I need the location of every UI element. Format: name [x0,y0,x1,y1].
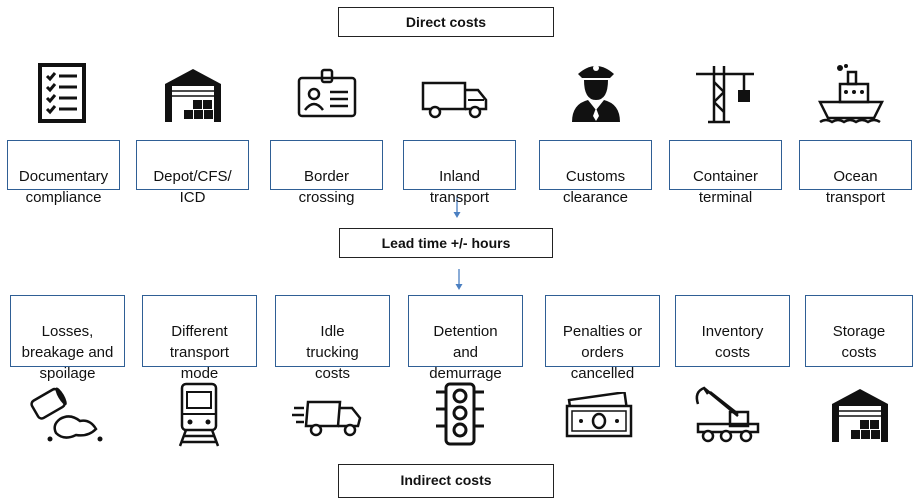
spilled-barrel-icon [30,387,103,442]
indirect-costs-header: Indirect costs [338,464,554,498]
direct-cost-label: Border crossing [298,168,355,206]
indirect-cost-detention-demurrage: Detention and demurrage [408,295,523,382]
down-arrow-to-lead-time [453,197,461,218]
indirect-cost-label: Penalties or orders cancelled [562,323,643,382]
traffic-light-icon [436,382,484,446]
indirect-cost-different-transport-mode: Different transport mode [142,295,257,382]
storage-warehouse-icon [832,389,888,442]
indirect-cost-label: Storage costs [832,323,886,361]
lead-time-header: Lead time +/- hours [339,228,553,258]
truck-icon [421,81,488,119]
down-arrow-to-indirect [455,269,463,290]
mobile-crane-icon [695,386,760,443]
indirect-cost-storage: Storage costs [805,295,913,367]
speeding-truck-icon [292,400,362,437]
crane-icon [696,66,754,124]
indirect-cost-idle-trucking: Idle trucking costs [275,295,390,382]
indirect-cost-label: Detention and demurrage [429,323,502,382]
direct-cost-depot-cfs-icd: Depot/CFS/ ICD [136,140,249,206]
indirect-cost-losses-breakage: Losses, breakage and spoilage [10,295,125,382]
customs-officer-icon [572,65,620,122]
direct-cost-inland-transport: Inland transport [403,140,516,206]
train-icon [178,382,220,447]
direct-cost-label: Container terminal [692,168,759,206]
indirect-cost-label: Inventory costs [701,323,764,361]
indirect-cost-label: Different transport mode [169,323,230,382]
direct-cost-label: Documentary compliance [18,168,109,206]
lead-time-title: Lead time +/- hours [381,235,511,251]
direct-cost-label: Ocean transport [825,168,886,206]
direct-cost-customs-clearance: Customs clearance [539,140,652,206]
checklist-icon [38,63,86,123]
direct-cost-border-crossing: Border crossing [270,140,383,206]
direct-cost-label: Depot/CFS/ ICD [153,168,232,206]
ship-icon [818,64,885,124]
warehouse-icon [165,69,221,122]
indirect-cost-penalties: Penalties or orders cancelled [545,295,660,382]
direct-costs-header: Direct costs [338,7,554,37]
id-badge-icon [297,68,357,118]
indirect-cost-label: Losses, breakage and spoilage [21,323,114,382]
direct-costs-title: Direct costs [405,14,487,30]
direct-cost-documentary-compliance: Documentary compliance [7,140,120,206]
direct-cost-label: Inland transport [429,168,490,206]
indirect-costs-title: Indirect costs [400,472,492,488]
direct-cost-container-terminal: Container terminal [669,140,782,206]
direct-cost-ocean-transport: Ocean transport [799,140,912,206]
indirect-cost-label: Idle trucking costs [306,323,359,382]
money-icon [565,392,633,438]
indirect-cost-inventory: Inventory costs [675,295,790,367]
direct-cost-label: Customs clearance [562,168,629,206]
